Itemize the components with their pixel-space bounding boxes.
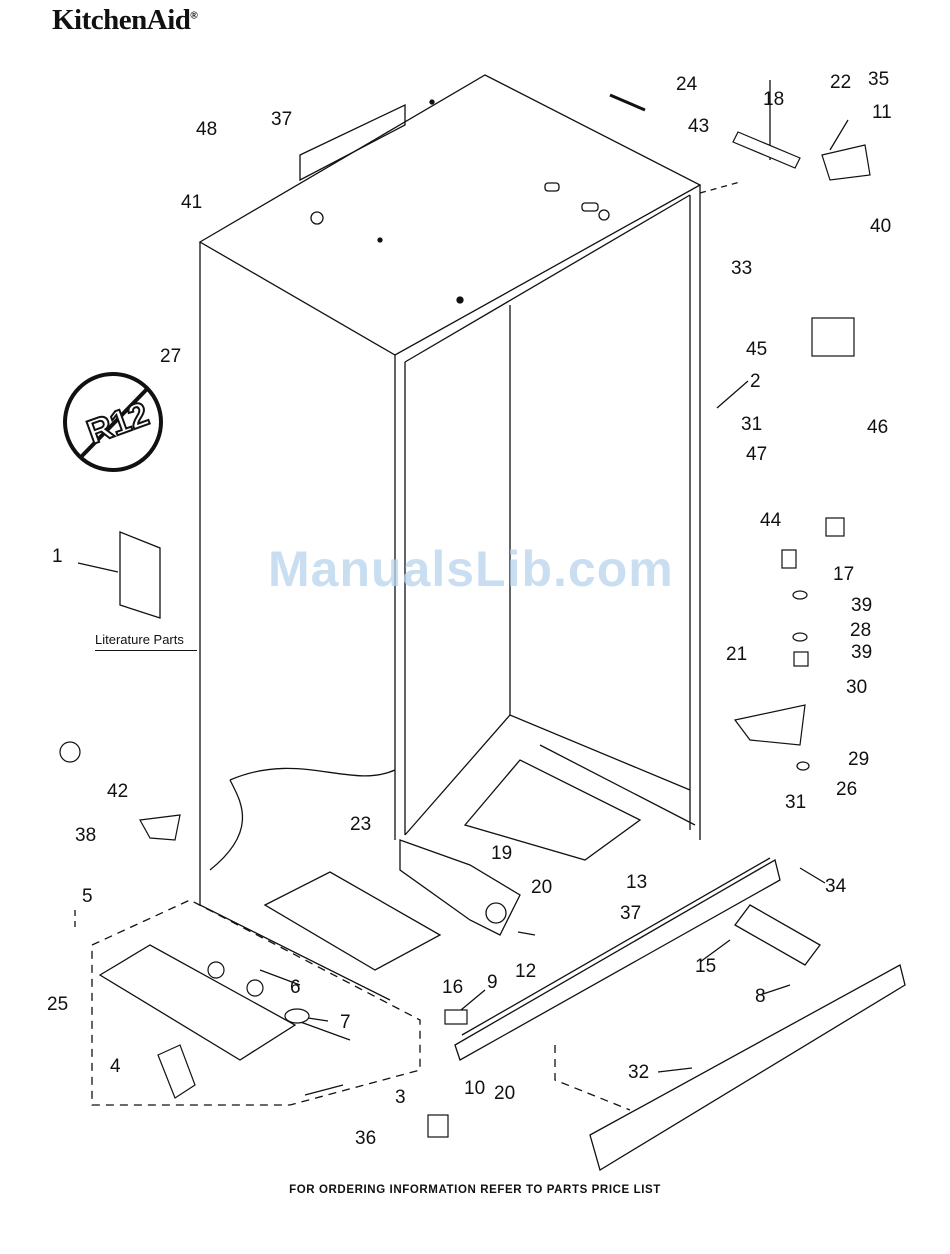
r12-label: R12 <box>82 395 154 452</box>
callout: 6 <box>290 977 301 998</box>
callout: 19 <box>491 843 512 864</box>
callout: 24 <box>676 74 698 95</box>
callout: 40 <box>870 216 891 237</box>
callout: 47 <box>746 444 767 465</box>
callout: 33 <box>731 258 752 279</box>
callout: 21 <box>726 644 747 665</box>
callout: 3 <box>395 1087 406 1108</box>
literature-label: Literature Parts <box>95 632 184 647</box>
watermark: ManualsLib.com <box>268 540 674 598</box>
footer-note: FOR ORDERING INFORMATION REFER TO PARTS … <box>0 1184 950 1196</box>
callout: 11 <box>872 102 892 123</box>
callout: 31 <box>785 792 806 813</box>
callout: 20 <box>494 1083 515 1104</box>
callout: 2 <box>750 371 761 392</box>
callout: 12 <box>515 961 536 982</box>
callout: 7 <box>340 1012 351 1033</box>
callout: 23 <box>350 814 371 835</box>
callout: 32 <box>628 1062 649 1083</box>
callout: 18 <box>763 89 784 110</box>
callout: 39 <box>851 642 872 663</box>
callout: 16 <box>442 977 463 998</box>
callout: 37 <box>271 109 292 130</box>
callout: 15 <box>695 956 716 977</box>
callout: 29 <box>848 749 869 770</box>
callout: 27 <box>160 346 181 367</box>
callout: 30 <box>846 677 867 698</box>
callout: 37 <box>620 903 641 924</box>
callout: 42 <box>107 781 128 802</box>
callout: 41 <box>181 192 202 213</box>
callout: 48 <box>196 119 217 140</box>
callout: 8 <box>755 986 766 1007</box>
callout: 17 <box>833 564 854 585</box>
callout: 38 <box>75 825 96 846</box>
callout: 20 <box>531 877 552 898</box>
callout: 4 <box>110 1056 121 1077</box>
callout: 5 <box>82 886 93 907</box>
callout: 1 <box>52 546 63 567</box>
callout: 44 <box>760 510 782 531</box>
callout: 9 <box>487 972 498 993</box>
callout: 34 <box>825 876 847 897</box>
callout: 10 <box>464 1078 485 1099</box>
callout: 36 <box>355 1128 376 1149</box>
callout: 31 <box>741 414 762 435</box>
callout: 28 <box>850 620 871 641</box>
callout: 22 <box>830 72 851 93</box>
callout: 39 <box>851 595 872 616</box>
literature-underline <box>95 650 197 651</box>
callout: 43 <box>688 116 709 137</box>
callout: 35 <box>868 69 889 90</box>
callout: 25 <box>47 994 68 1015</box>
callout: 26 <box>836 779 857 800</box>
callout: 45 <box>746 339 767 360</box>
callout: 46 <box>867 417 888 438</box>
callout: 13 <box>626 872 647 893</box>
